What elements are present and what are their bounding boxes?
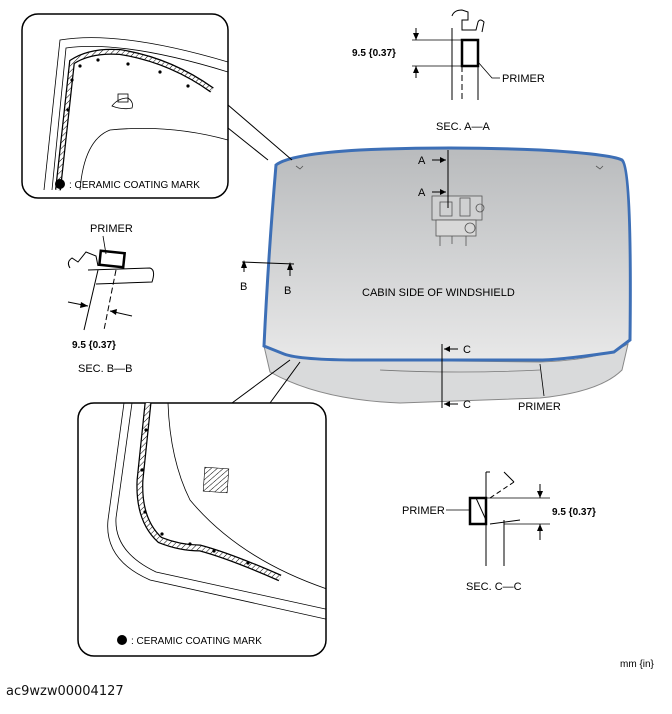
windshield-primer-label: PRIMER [518,401,561,413]
section-cc-caption: SEC. C—C [466,581,522,593]
primer-leader-windshield [539,363,545,397]
marker-c-bottom: C [463,399,471,411]
section-cc-dimension: 9.5 {0.37} [552,507,596,518]
section-aa-caption: SEC. A—A [436,121,490,133]
marker-a-bottom: A [418,187,426,199]
windshield-glass [264,148,631,360]
marker-c-top: C [463,344,471,356]
section-cc-primer-label: PRIMER [402,505,445,517]
ceramic-coating-legend-dot-bottom [117,635,127,645]
section-bb-drawing [67,235,155,331]
callout-top-legend: : CERAMIC COATING MARK [69,180,200,191]
marker-b-right: B [284,285,291,297]
callout-bottom-left: : CERAMIC COATING MARK [77,359,327,657]
corner-mark-left [295,165,304,170]
marker-b-left: B [240,281,247,293]
section-aa-dimension: 9.5 {0.37} [352,48,396,59]
callout-bottom-legend: : CERAMIC COATING MARK [131,636,262,647]
section-bb-primer-label: PRIMER [90,223,133,235]
section-cc-drawing [446,471,550,566]
section-bb-dimension: 9.5 {0.37} [72,340,116,351]
windshield-center-label: CABIN SIDE OF WINDSHIELD [362,287,515,299]
section-marker-a [432,150,449,208]
callout-top-leader [227,104,293,161]
corner-mark-right [595,165,604,170]
ceramic-coating-dots-bottom [140,428,250,565]
callout-top-left: : CERAMIC COATING MARK [21,13,293,199]
windshield [262,146,632,404]
windshield-inner-line [379,369,541,373]
section-aa-primer-label: PRIMER [502,73,545,85]
section-marker-b [241,260,295,276]
ceramic-coating-dots-top [66,58,190,112]
section-aa-drawing [412,9,500,100]
section-bb-caption: SEC. B—B [78,363,132,375]
figure-code: ac9wzw00004127 [6,684,124,699]
callout-bottom-leader [231,359,301,404]
windshield-primer-line [262,146,632,362]
section-marker-c [441,344,458,408]
rear-view-mirror-bracket [431,195,485,246]
units-label: mm {in} [620,659,655,670]
ceramic-coating-legend-dot-top [55,179,65,189]
marker-a-top: A [418,155,426,167]
